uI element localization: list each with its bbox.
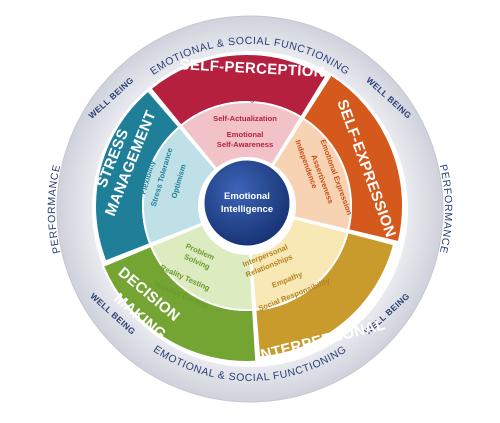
subscale-self-actualization: Self-Actualization xyxy=(213,114,277,123)
segment-inner-interpersonal xyxy=(249,216,349,311)
segment-inner-stress-management xyxy=(142,125,218,246)
ring-label-left: PERFORMANCE xyxy=(46,163,63,255)
core-label-line2: Intelligence xyxy=(221,204,273,215)
core-label-line1: Emotional xyxy=(224,191,270,202)
ring-label-right: PERFORMANCE xyxy=(437,163,454,255)
segment-inner-decision-making xyxy=(149,223,255,311)
subscale-self-regard: Self-Regard xyxy=(224,94,267,103)
segment-inner-self-expression xyxy=(271,117,352,232)
subscale-self-awareness: Self-Awareness xyxy=(217,140,273,149)
subscale-emotional: Emotional xyxy=(227,130,264,139)
core-circle xyxy=(201,157,293,249)
